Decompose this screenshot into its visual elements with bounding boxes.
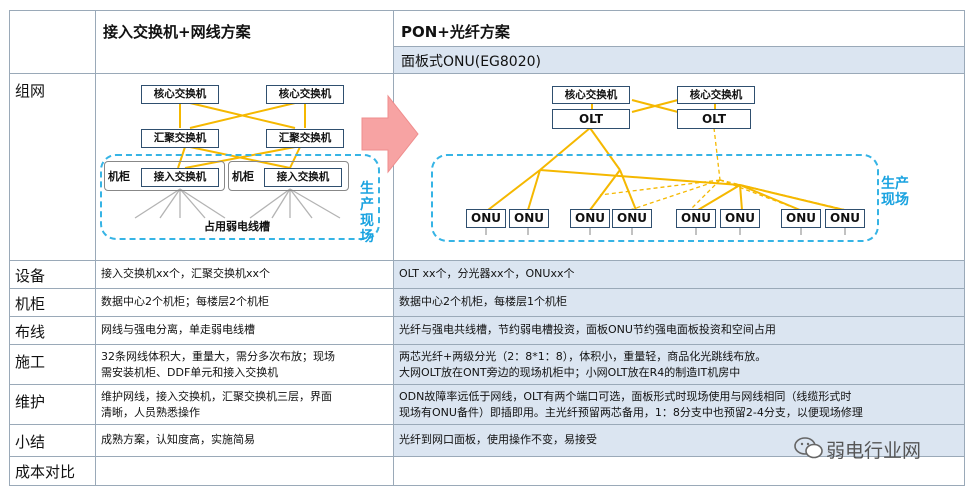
cell-left-construction-1: 32条网线体积大，重量大，需分多次布放；现场 bbox=[101, 350, 335, 363]
cell-left-cabling: 网线与强电分离，单走弱电线槽 bbox=[101, 323, 255, 336]
left-access-switch-2: 接入交换机 bbox=[264, 168, 342, 187]
left-core-switch-2: 核心交换机 bbox=[266, 85, 344, 104]
row-label-construction: 施工 bbox=[15, 353, 46, 371]
left-access-switch-1: 接入交换机 bbox=[141, 168, 219, 187]
left-agg-switch-2: 汇聚交换机 bbox=[266, 129, 344, 148]
cell-left-maintenance-2: 清晰，人员熟悉操作 bbox=[101, 406, 200, 419]
header-switch-scheme: 接入交换机+网线方案 bbox=[103, 23, 251, 41]
cell-right-construction-2: 大网OLT放在ONT旁边的现场机柜中；小网OLT放在R4的制造IT机房中 bbox=[399, 366, 741, 379]
transition-arrow bbox=[361, 94, 419, 174]
left-core-switch-1: 核心交换机 bbox=[141, 85, 219, 104]
comparison-table bbox=[9, 10, 965, 486]
row-label-maintenance: 维护 bbox=[15, 393, 46, 411]
row-label-network: 组网 bbox=[15, 82, 46, 100]
cell-right-equipment: OLT xx个，分光器xx个，ONUxx个 bbox=[399, 267, 575, 280]
onu-7: ONU bbox=[781, 209, 821, 228]
left-site-boundary bbox=[100, 154, 380, 240]
onu-1: ONU bbox=[466, 209, 506, 228]
onu-5: ONU bbox=[676, 209, 716, 228]
left-site-label: 生产现场 bbox=[360, 181, 374, 245]
left-cabinet-1 bbox=[104, 161, 225, 191]
row-label-cost: 成本对比 bbox=[15, 463, 76, 481]
header-onu-model: 面板式ONU(EG8020) bbox=[401, 54, 541, 70]
right-site-label: 生产现场 bbox=[881, 176, 909, 208]
cell-left-maintenance-1: 维护网线，接入交换机，汇聚交换机三层，界面 bbox=[101, 390, 332, 403]
left-agg-switch-1: 汇聚交换机 bbox=[141, 129, 219, 148]
right-site-boundary bbox=[431, 154, 879, 242]
left-cabinet-label-2: 机柜 bbox=[232, 170, 254, 183]
cell-right-maintenance-1: ODN故障率远低于网线，OLT有两个端口可选，面板形式时现场使用与网线相同（线缆… bbox=[399, 390, 852, 403]
left-duct-label: 占用弱电线槽 bbox=[204, 220, 270, 233]
watermark-text: 弱电行业网 bbox=[826, 440, 922, 462]
left-cabinet-2 bbox=[228, 161, 349, 191]
right-cells-bg bbox=[394, 260, 964, 456]
cell-left-construction-2: 需安装机柜、DDF单元和接入交换机 bbox=[101, 366, 279, 379]
row-label-summary: 小结 bbox=[15, 433, 46, 451]
cell-left-summary: 成熟方案，认知度高，实施简易 bbox=[101, 433, 255, 446]
cell-right-cabling: 光纤与强电共线槽，节约弱电槽投资，面板ONU节约强电面板投资和空间占用 bbox=[399, 323, 776, 336]
cell-right-summary: 光纤到网口面板，使用操作不变，易接受 bbox=[399, 433, 597, 446]
header-pon-scheme: PON+光纤方案 bbox=[401, 23, 510, 41]
cell-right-construction-1: 两芯光纤+两级分光（2：8*1：8），体积小，重量轻，商品化光跳线布放。 bbox=[399, 350, 767, 363]
onu-subheader-bg bbox=[394, 46, 964, 73]
onu-3: ONU bbox=[570, 209, 610, 228]
onu-2: ONU bbox=[509, 209, 549, 228]
cell-right-cabinet: 数据中心2个机柜，每楼层1个机柜 bbox=[399, 295, 567, 308]
cell-right-maintenance-2: 现场有ONU备件）即插即用。主光纤预留两芯备用，1：8分支中也预留2-4分支，以… bbox=[399, 406, 863, 419]
right-core-switch-2: 核心交换机 bbox=[677, 86, 755, 104]
right-olt-2: OLT bbox=[677, 109, 751, 129]
left-cabinet-label-1: 机柜 bbox=[108, 170, 130, 183]
cell-left-equipment: 接入交换机xx个，汇聚交换机xx个 bbox=[101, 267, 271, 280]
onu-8: ONU bbox=[825, 209, 865, 228]
onu-4: ONU bbox=[612, 209, 652, 228]
row-label-cabinet: 机柜 bbox=[15, 295, 46, 313]
right-core-switch-1: 核心交换机 bbox=[552, 86, 630, 104]
wechat-icon bbox=[794, 437, 823, 459]
cell-left-cabinet: 数据中心2个机柜；每楼层2个机柜 bbox=[101, 295, 269, 308]
right-olt-1: OLT bbox=[552, 109, 630, 129]
onu-6: ONU bbox=[720, 209, 760, 228]
row-label-cabling: 布线 bbox=[15, 323, 46, 341]
row-label-equipment: 设备 bbox=[15, 267, 46, 285]
